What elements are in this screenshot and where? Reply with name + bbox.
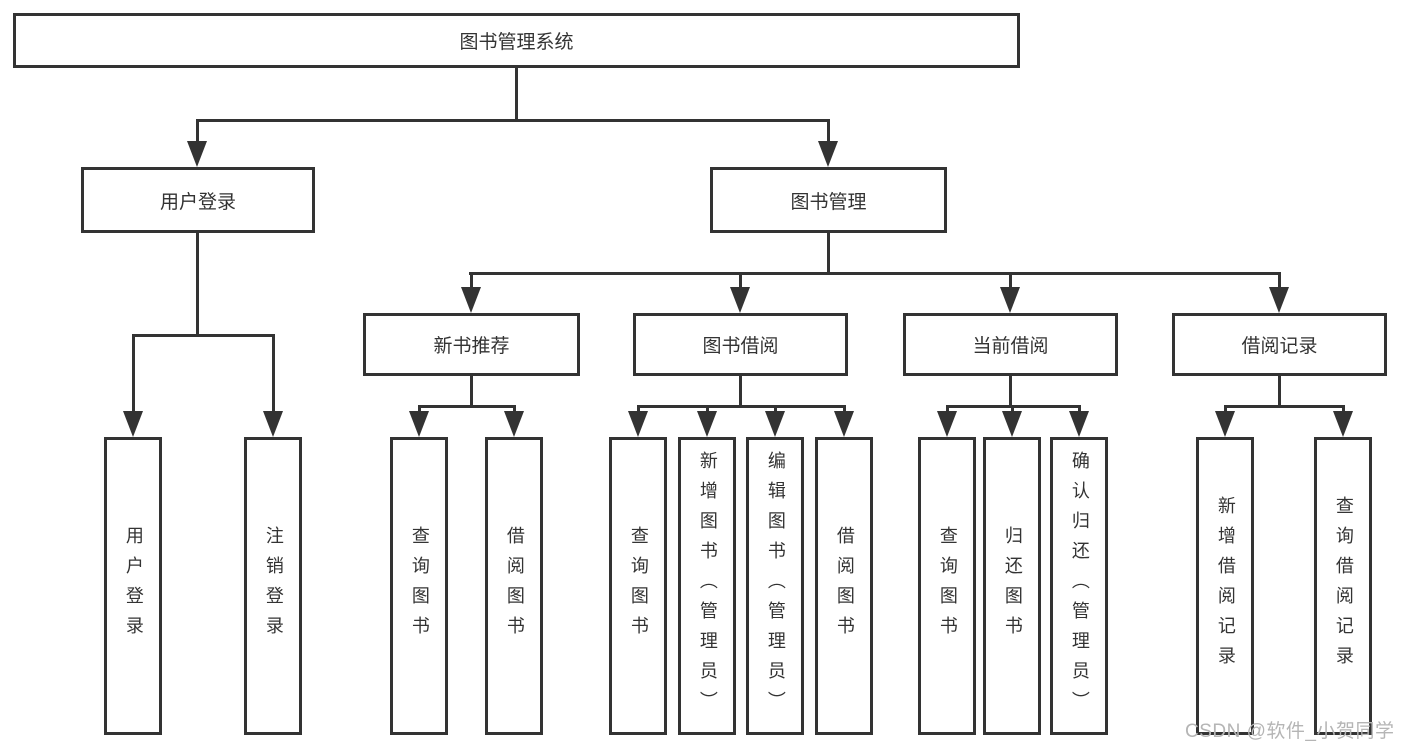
connector-stub [272, 336, 275, 413]
connector-root-stem [515, 66, 518, 121]
connector-userlogin-stem [196, 231, 199, 336]
arrow-down [123, 411, 143, 437]
leaf-logout-login: 注销登录 [244, 437, 302, 735]
leaf-label: 新增图书（管理员） [697, 451, 718, 721]
node-label: 图书管理系统 [459, 32, 574, 53]
node-label: 图书管理 [790, 191, 867, 213]
connector-stub [946, 405, 949, 413]
arrow-down [263, 411, 283, 437]
arrow-down [1269, 287, 1289, 313]
arrow-down [187, 141, 207, 167]
leaf-label: 借阅图书 [504, 526, 525, 646]
connector-records-stem [1278, 374, 1281, 407]
arrow-down [461, 287, 481, 313]
leaf-label: 编辑图书（管理员） [765, 451, 786, 721]
arrow-down [1000, 287, 1020, 313]
connector-borrowing-stem [739, 374, 742, 407]
connector-stub [1009, 274, 1012, 289]
connector-bookmgmt-stem [827, 231, 830, 274]
leaf-label: 确认归还（管理员） [1069, 451, 1090, 721]
connector-stub [706, 405, 709, 413]
connector-current-stem [1009, 374, 1012, 407]
connector-stub [1078, 405, 1081, 413]
node-label: 新书推荐 [433, 336, 510, 357]
leaf-return-books: 归还图书 [983, 437, 1041, 735]
leaf-add-borrowing-record: 新增借阅记录 [1196, 437, 1254, 735]
node-label: 当前借阅 [972, 336, 1049, 357]
leaf-label: 归还图书 [1002, 526, 1023, 646]
connector-stub [1011, 405, 1014, 413]
leaf-borrow-books-borrowing: 借阅图书 [815, 437, 873, 735]
arrow-down [834, 411, 854, 437]
arrow-down [730, 287, 750, 313]
node-new-book-recommend: 新书推荐 [363, 313, 580, 376]
arrow-down [1333, 411, 1353, 437]
connector-stub [843, 405, 846, 413]
connector-level2-rail [469, 272, 1281, 275]
leaf-query-books-current: 查询图书 [918, 437, 976, 735]
arrow-down [818, 141, 838, 167]
connector-stub [774, 405, 777, 413]
leaf-add-book-admin: 新增图书（管理员） [678, 437, 736, 735]
connector-stub [1278, 274, 1281, 289]
node-book-management: 图书管理 [710, 167, 947, 233]
leaf-query-books-recommend: 查询图书 [390, 437, 448, 735]
leaf-label: 查询借阅记录 [1333, 496, 1354, 676]
arrow-down [1215, 411, 1235, 437]
leaf-borrow-books-recommend: 借阅图书 [485, 437, 543, 735]
node-book-borrowing: 图书借阅 [633, 313, 848, 376]
connector-stub [1342, 405, 1345, 413]
arrow-down [628, 411, 648, 437]
connector-recommend-stem [470, 374, 473, 407]
node-user-login: 用户登录 [81, 167, 315, 233]
node-label: 图书借阅 [702, 336, 779, 357]
leaf-query-borrowing-record: 查询借阅记录 [1314, 437, 1372, 735]
arrow-down [1069, 411, 1089, 437]
connector-level1-rail [196, 119, 830, 122]
leaf-query-books-borrowing: 查询图书 [609, 437, 667, 735]
connector-recommend-rail [418, 405, 516, 408]
connector-stub [470, 274, 473, 289]
leaf-label: 新增借阅记录 [1215, 496, 1236, 676]
connector-stub-book-management [827, 119, 830, 143]
connector-stub [513, 405, 516, 413]
node-library-management-system: 图书管理系统 [13, 13, 1020, 68]
node-label: 借阅记录 [1241, 336, 1318, 357]
leaf-label: 用户登录 [123, 526, 144, 646]
connector-stub-user-login [196, 119, 199, 143]
connector-stub [132, 336, 135, 413]
arrow-down [697, 411, 717, 437]
node-label: 用户登录 [159, 191, 236, 213]
arrow-down [1002, 411, 1022, 437]
leaf-user-login: 用户登录 [104, 437, 162, 735]
leaf-edit-book-admin: 编辑图书（管理员） [746, 437, 804, 735]
node-borrowing-records: 借阅记录 [1172, 313, 1387, 376]
connector-borrowing-rail [637, 405, 846, 408]
leaf-label: 注销登录 [263, 526, 284, 646]
connector-stub [637, 405, 640, 413]
connector-records-rail [1224, 405, 1345, 408]
arrow-down [765, 411, 785, 437]
connector-stub [1224, 405, 1227, 413]
leaf-confirm-return-admin: 确认归还（管理员） [1050, 437, 1108, 735]
connector-stub [739, 274, 742, 289]
arrow-down [504, 411, 524, 437]
watermark: CSDN @软件_小贺同学 [1185, 721, 1395, 742]
connector-userlogin-rail [132, 334, 275, 337]
leaf-label: 查询图书 [937, 526, 958, 646]
arrow-down [409, 411, 429, 437]
leaf-label: 查询图书 [409, 526, 430, 646]
arrow-down [937, 411, 957, 437]
leaf-label: 借阅图书 [834, 526, 855, 646]
node-current-borrowing: 当前借阅 [903, 313, 1118, 376]
connector-stub [418, 405, 421, 413]
leaf-label: 查询图书 [628, 526, 649, 646]
